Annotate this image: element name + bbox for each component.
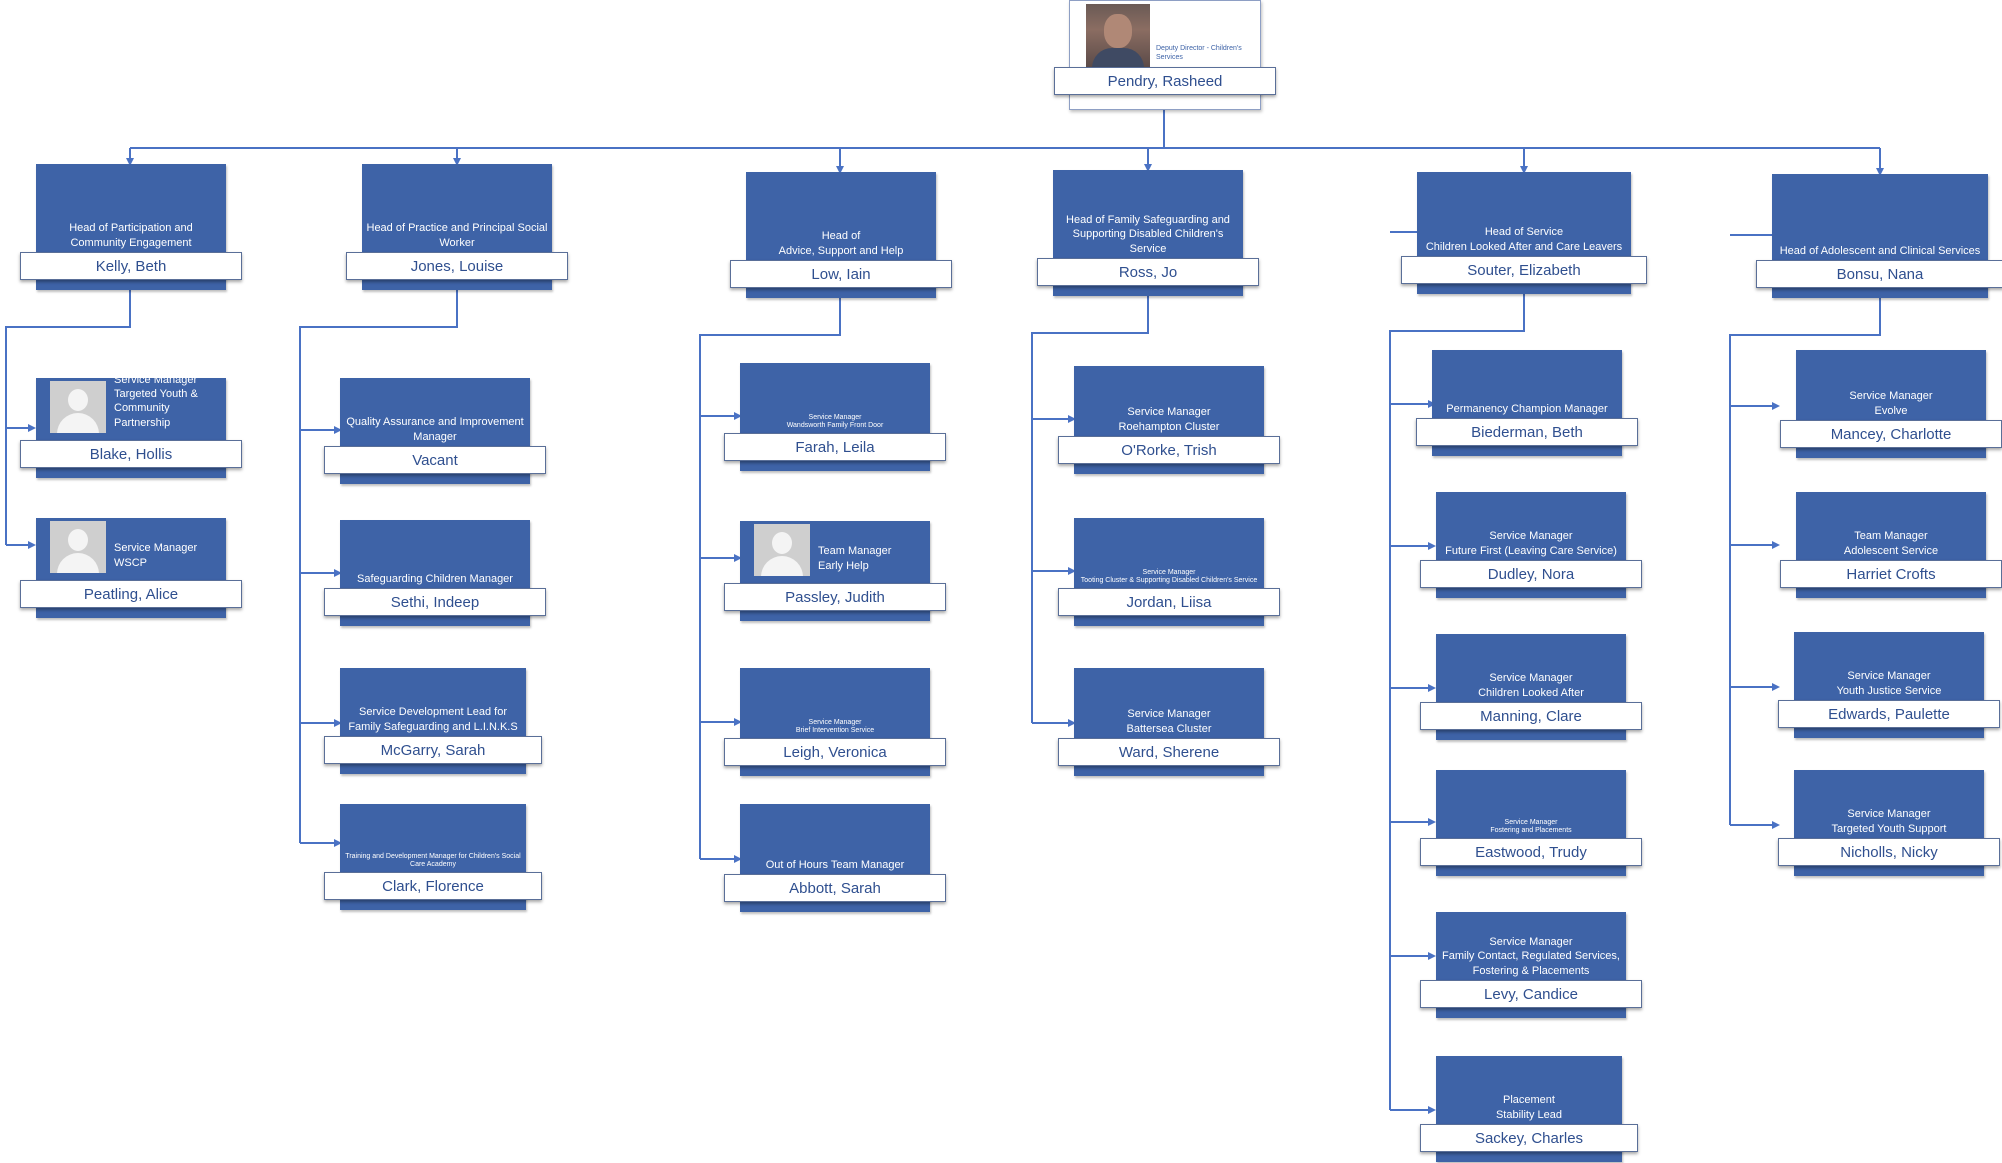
role-title: Head of Adolescent and Clinical Services (1779, 244, 1981, 257)
org-card-report: Permanency Champion Manager Biederman, B… (1416, 350, 1638, 456)
role-title: Service Manager Battersea Cluster (1126, 708, 1212, 735)
person-name: Leigh, Veronica (724, 738, 946, 766)
person-name: Manning, Clare (1420, 702, 1642, 730)
org-card-report: Service Manager Wandsworth Family Front … (724, 363, 946, 471)
org-card-head-participation: Head of Participation and Community Enga… (20, 164, 242, 290)
person-name: Peatling, Alice (20, 580, 242, 608)
person-name: Dudley, Nora (1420, 560, 1642, 588)
org-card-report: Placement Stability Lead Sackey, Charles (1420, 1056, 1638, 1162)
role-title: Service Manager Fostering and Placements (1490, 818, 1572, 835)
role-title: Team Manager Adolescent Service (1843, 530, 1939, 557)
org-card-report: Service Manager Battersea Cluster Ward, … (1058, 668, 1280, 776)
org-card-report: Team Manager Early Help Passley, Judith (724, 521, 946, 621)
person-name: Biederman, Beth (1416, 418, 1638, 446)
role-title: Head of Advice, Support and Help (778, 230, 904, 257)
role-title: Placement Stability Lead (1495, 1094, 1563, 1121)
role-title: Service Manager Targeted Youth & Communi… (114, 373, 198, 429)
org-card-report: Service Manager Roehampton Cluster O'Ror… (1058, 366, 1280, 474)
person-name: Sackey, Charles (1420, 1124, 1638, 1152)
org-card-report: Service Manager Tooting Cluster & Suppor… (1058, 518, 1280, 626)
person-name: Blake, Hollis (20, 440, 242, 468)
role-title: Permanency Champion Manager (1446, 402, 1608, 415)
role-title: Service Manager Family Contact, Regulate… (1442, 936, 1620, 977)
person-name: Levy, Candice (1420, 980, 1642, 1008)
role-title: Service Manager WSCP (114, 542, 198, 569)
org-card-report: Service Manager Children Looked After Ma… (1420, 634, 1642, 740)
role-title: Head of Service Children Looked After an… (1425, 226, 1623, 253)
person-name: Clark, Florence (324, 872, 542, 900)
role-title: Head of Family Safeguarding and Supporti… (1066, 214, 1230, 255)
org-card-head-advice: Head of Advice, Support and Help Low, Ia… (730, 172, 952, 298)
role-title: Service Manager Evolve (1849, 390, 1933, 417)
person-name: Mancey, Charlotte (1780, 420, 2002, 448)
avatar-placeholder-icon (50, 381, 106, 433)
org-card-report: Quality Assurance and Improvement Manage… (324, 378, 546, 484)
org-card-head-family-safeguarding: Head of Family Safeguarding and Supporti… (1037, 170, 1259, 296)
role-title: Service Manager Targeted Youth Support (1831, 808, 1947, 835)
person-name: Jordan, Liisa (1058, 588, 1280, 616)
org-card-report: Service Manager Targeted Youth Support N… (1778, 770, 2000, 876)
org-card-report: Team Manager Adolescent Service Harriet … (1780, 492, 2002, 598)
org-card-report: Service Manager Targeted Youth & Communi… (20, 373, 242, 478)
role-title: Service Manager Children Looked After (1478, 672, 1584, 699)
avatar-placeholder-icon (754, 524, 810, 576)
person-name: Ward, Sherene (1058, 738, 1280, 766)
org-card-report: Service Manager Fostering and Placements… (1420, 770, 1642, 876)
avatar-placeholder-icon (50, 521, 106, 573)
org-card-report: Training and Development Manager for Chi… (324, 804, 542, 910)
person-name: Abbott, Sarah (724, 874, 946, 902)
org-card-report: Service Manager Youth Justice Service Ed… (1778, 632, 2000, 738)
org-card-report: Safeguarding Children Manager Sethi, Ind… (324, 520, 546, 626)
org-card-report: Service Manager WSCP Peatling, Alice (20, 518, 242, 618)
role-title: Team Manager Early Help (818, 545, 892, 572)
person-name: Sethi, Indeep (324, 588, 546, 616)
org-card-report: Service Manager Evolve Mancey, Charlotte (1780, 350, 2002, 458)
person-name: Farah, Leila (724, 433, 946, 461)
role-title: Service Manager Tooting Cluster & Suppor… (1080, 568, 1258, 585)
role-title: Safeguarding Children Manager (357, 572, 513, 585)
person-name: Ross, Jo (1037, 258, 1259, 286)
role-title: Service Manager Roehampton Cluster (1118, 406, 1220, 433)
person-name: Bonsu, Nana (1756, 260, 2002, 288)
role-title: Service Manager Wandsworth Family Front … (786, 413, 884, 430)
role-title: Service Manager Youth Justice Service (1836, 670, 1942, 697)
role-title: Out of Hours Team Manager (765, 858, 905, 871)
person-name: Edwards, Paulette (1778, 700, 2000, 728)
org-card-report: Service Manager Future First (Leaving Ca… (1420, 492, 1642, 598)
role-title: Head of Participation and Community Enga… (69, 222, 193, 249)
person-name: Low, Iain (730, 260, 952, 288)
org-card-deputy-director: Deputy Director - Children's Services Pe… (1054, 0, 1276, 110)
org-card-head-practice: Head of Practice and Principal Social Wo… (346, 164, 568, 290)
org-card-report: Service Manager Family Contact, Regulate… (1420, 912, 1642, 1018)
role-title: Training and Development Manager for Chi… (345, 852, 521, 869)
person-name: Eastwood, Trudy (1420, 838, 1642, 866)
org-card-report: Out of Hours Team Manager Abbott, Sarah (724, 804, 946, 912)
person-name: Kelly, Beth (20, 252, 242, 280)
role-title: Deputy Director - Children's Services (1156, 45, 1242, 61)
person-name: Souter, Elizabeth (1401, 256, 1647, 284)
person-name: Harriet Crofts (1780, 560, 2002, 588)
person-name: O'Rorke, Trish (1058, 436, 1280, 464)
profile-photo (1086, 4, 1150, 68)
role-title: Quality Assurance and Improvement Manage… (346, 416, 524, 443)
person-name: Jones, Louise (346, 252, 568, 280)
person-name: Nicholls, Nicky (1778, 838, 2000, 866)
role-title: Service Manager Brief Intervention Servi… (795, 718, 875, 735)
org-card-head-adolescent: Head of Adolescent and Clinical Services… (1756, 174, 2002, 298)
person-name: Pendry, Rasheed (1054, 67, 1276, 95)
role-title: Head of Practice and Principal Social Wo… (366, 222, 548, 249)
person-name: Passley, Judith (724, 583, 946, 611)
org-card-report: Service Development Lead for Family Safe… (324, 668, 542, 774)
role-title: Service Development Lead for Family Safe… (348, 706, 518, 733)
org-card-head-children-looked-after: Head of Service Children Looked After an… (1401, 172, 1647, 294)
person-name: McGarry, Sarah (324, 736, 542, 764)
role-title: Service Manager Future First (Leaving Ca… (1445, 530, 1617, 557)
org-card-report: Service Manager Brief Intervention Servi… (724, 668, 946, 776)
person-name: Vacant (324, 446, 546, 474)
